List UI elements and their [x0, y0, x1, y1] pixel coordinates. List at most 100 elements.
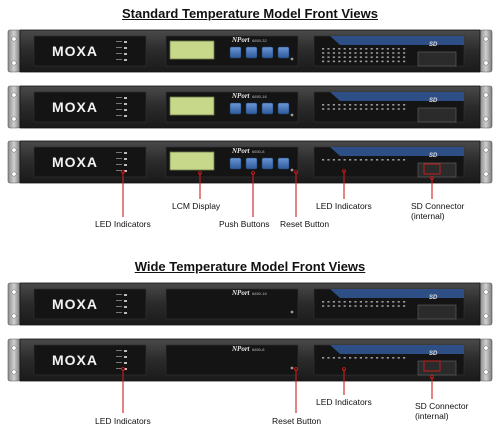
- port-led: [354, 159, 357, 161]
- port-led: [397, 108, 400, 110]
- led-indicator: [124, 350, 127, 352]
- port-led: [376, 52, 379, 54]
- led-label-mark: [116, 306, 122, 307]
- port-led: [359, 104, 362, 106]
- sd-connector: [417, 51, 457, 67]
- port-led: [327, 301, 330, 303]
- rack-ear-right: [479, 85, 493, 129]
- port-led: [397, 357, 400, 359]
- port-led: [397, 305, 400, 307]
- brand-panel: [33, 288, 147, 320]
- push-button: [229, 157, 242, 170]
- led-indicator: [124, 164, 127, 166]
- callout-reset-button-standard: Reset Button: [280, 219, 330, 229]
- reset-button: [290, 366, 294, 370]
- reset-button: [290, 310, 294, 314]
- lcm-display: [169, 96, 215, 116]
- control-panel: [165, 288, 299, 320]
- port-led: [322, 301, 325, 303]
- port-led: [403, 305, 406, 307]
- heading-wide: Wide Temperature Model Front Views: [134, 259, 366, 274]
- sd-logo: SD: [429, 295, 438, 301]
- push-button: [245, 157, 258, 170]
- blue-stripe: [330, 92, 464, 101]
- port-led: [386, 52, 389, 54]
- led-indicator: [124, 170, 127, 172]
- led-label-mark: [116, 109, 122, 110]
- rack-hole: [483, 92, 489, 98]
- port-led: [338, 56, 341, 58]
- rack-hole: [483, 116, 489, 122]
- sd-connector: [417, 304, 457, 320]
- led-label-mark: [116, 158, 122, 159]
- port-led: [397, 56, 400, 58]
- rack-ear-right: [479, 140, 493, 184]
- brand-panel: [33, 91, 147, 123]
- rack-hole: [11, 92, 17, 98]
- led-indicator: [124, 97, 127, 99]
- port-led: [376, 357, 379, 359]
- led-indicator: [124, 356, 127, 358]
- led-label-mark: [116, 312, 122, 313]
- rack-ear-right: [479, 29, 493, 73]
- push-button: [277, 157, 290, 170]
- push-button: [277, 46, 290, 59]
- callout-lcm-display: LCM Display: [172, 201, 221, 211]
- control-panel: [165, 344, 299, 376]
- rack-hole: [11, 116, 17, 122]
- moxa-logo: MOXA: [52, 43, 98, 59]
- port-led: [403, 60, 406, 63]
- brand-panel: [33, 146, 147, 178]
- port-led: [327, 56, 330, 58]
- port-led: [403, 48, 406, 50]
- port-led: [354, 56, 357, 58]
- led-label-mark: [116, 41, 122, 42]
- led-indicator: [124, 115, 127, 117]
- port-led: [370, 108, 373, 110]
- rack-hole: [11, 369, 17, 375]
- port-led: [403, 104, 406, 106]
- port-led: [392, 159, 395, 161]
- port-led: [349, 56, 352, 58]
- moxa-logo: MOXA: [52, 99, 98, 115]
- led-label-mark: [116, 97, 122, 98]
- sd-logo: SD: [429, 153, 438, 159]
- port-led: [392, 305, 395, 307]
- port-led: [381, 357, 384, 359]
- led-label-mark: [116, 356, 122, 357]
- port-led: [370, 48, 373, 50]
- rack-hole: [483, 369, 489, 375]
- port-led: [370, 52, 373, 54]
- push-button: [261, 102, 274, 115]
- port-led: [343, 52, 346, 54]
- model-label: 6650-16: [252, 291, 267, 296]
- rack-hole: [11, 313, 17, 319]
- port-led: [386, 357, 389, 359]
- rack-hole: [11, 171, 17, 177]
- port-led: [327, 52, 330, 54]
- port-led: [332, 159, 335, 161]
- port-led: [338, 48, 341, 50]
- led-label-mark: [116, 115, 122, 116]
- port-led: [381, 48, 384, 50]
- rack-ear-right: [479, 338, 493, 382]
- port-led: [322, 60, 325, 63]
- callout-line-sd-standard-end: [430, 176, 434, 180]
- led-indicator: [124, 103, 127, 105]
- port-led: [327, 305, 330, 307]
- port-led: [343, 159, 346, 161]
- port-led: [354, 60, 357, 63]
- port-led: [327, 108, 330, 110]
- led-label-mark: [116, 350, 122, 351]
- callout-sd-connector-standard: SD Connector: [411, 201, 465, 211]
- port-led: [359, 357, 362, 359]
- push-button: [245, 46, 258, 59]
- port-led: [381, 104, 384, 106]
- port-led: [365, 305, 368, 307]
- port-led: [359, 159, 362, 161]
- led-label-mark: [116, 152, 122, 153]
- port-led: [354, 104, 357, 106]
- port-led: [349, 60, 352, 63]
- rack-hole: [483, 60, 489, 66]
